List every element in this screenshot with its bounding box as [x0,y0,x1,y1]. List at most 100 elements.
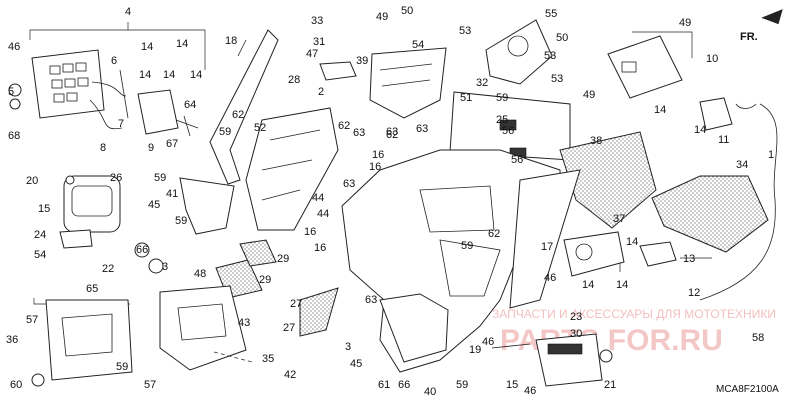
callout-label: 14 [694,124,706,136]
lower-right-parts [491,333,613,387]
lower-panel-35 [159,285,247,371]
callout-label: 56 [502,125,514,137]
callout-label: 53 [551,73,563,85]
callout-label: 25 [496,114,508,126]
callout-label: 50 [401,5,413,17]
callout-label: 50 [556,32,568,44]
callout-label: 28 [288,74,300,86]
mesh-27a [299,287,339,337]
callout-label: 14 [141,41,153,53]
garnish-strip-18 [209,29,279,185]
cable-1 [699,103,778,301]
callout-label: 63 [343,178,355,190]
pocket-lid-11 [699,97,733,131]
callout-label: 57 [26,314,38,326]
callout-label: 49 [376,11,388,23]
callout-label: 15 [506,379,518,391]
callout-label: 33 [311,15,323,27]
callout-label: 44 [317,208,329,220]
callout-label: 16 [304,226,316,238]
callout-label: 58 [752,332,764,344]
callout-label: 14 [163,69,175,81]
callout-label: 32 [476,77,488,89]
callout-label: 29 [259,274,271,286]
callout-label: 16 [369,161,381,173]
callout-label: 38 [590,135,602,147]
callout-label: 63 [386,126,398,138]
harness-wire-8 [89,99,123,130]
callout-label: 63 [416,123,428,135]
bracket-part-9 [137,89,179,135]
mesh-panels [215,239,339,337]
callout-label: 35 [262,353,274,365]
callout-label: 55 [545,8,557,20]
switch-unit [563,231,625,277]
watermark-logo: PARTS FOR.RU [500,324,723,357]
collar-3 [148,258,164,274]
clip-21 [599,349,613,363]
callout-label: 49 [583,89,595,101]
left-parts [59,175,164,274]
callout-label: 59 [154,172,166,184]
callout-label: 22 [102,263,114,275]
callout-label: 36 [6,334,18,346]
callout-label: 12 [688,287,700,299]
callout-label: 16 [314,242,326,254]
callout-label: 47 [306,48,318,60]
mesh-29b [239,239,277,267]
callout-label: 14 [190,69,202,81]
callout-label: 4 [125,6,131,18]
lower-panel-40 [379,293,449,363]
bracket-24 [59,229,93,249]
callout-label: 46 [482,336,494,348]
cockpit-lower [159,285,253,371]
front-label: FR. [740,31,758,43]
callout-label: 45 [148,199,160,211]
callout-label: 21 [604,379,616,391]
callout-label: 15 [38,203,50,215]
callout-label: 59 [496,92,508,104]
callout-label: 67 [166,138,178,150]
cover-34 [651,175,769,253]
group-box-4 [8,22,206,137]
callout-label: 51 [460,92,472,104]
callout-label: 59 [116,361,128,373]
box-30 [535,333,603,387]
callout-label: 27 [283,322,295,334]
callout-label: 59 [461,240,473,252]
control-unit-10 [607,35,683,99]
callout-label: 44 [312,192,324,204]
callout-label: 20 [26,175,38,187]
callout-label: 62 [232,109,244,121]
strip-17 [509,169,581,309]
callout-label: 6 [111,55,117,67]
callout-label: 42 [284,369,296,381]
screw-part [8,83,22,97]
callout-label: 54 [34,249,46,261]
callout-label: 18 [225,35,237,47]
callout-label: 52 [254,122,266,134]
lower-box-36 [31,298,133,387]
left-bracket-group [179,107,339,235]
callout-label: 13 [683,253,695,265]
callout-label: 46 [524,385,536,397]
callout-label: 62 [488,228,500,240]
callout-label: 43 [238,317,250,329]
callout-label: 11 [718,134,729,146]
callout-label: 59 [175,215,187,227]
cover-13 [639,241,677,267]
callout-label: 57 [144,379,156,391]
meter-panel-part [31,49,105,119]
callout-label: 65 [86,283,98,295]
pocket-59 [439,239,501,297]
callout-label: 48 [194,268,206,280]
callout-label: 62 [338,120,350,132]
callout-label: 17 [541,241,553,253]
callout-label: 63 [365,294,377,306]
callout-label: 40 [424,386,436,398]
lower-panel-36 [45,299,133,381]
callout-label: 64 [184,99,196,111]
